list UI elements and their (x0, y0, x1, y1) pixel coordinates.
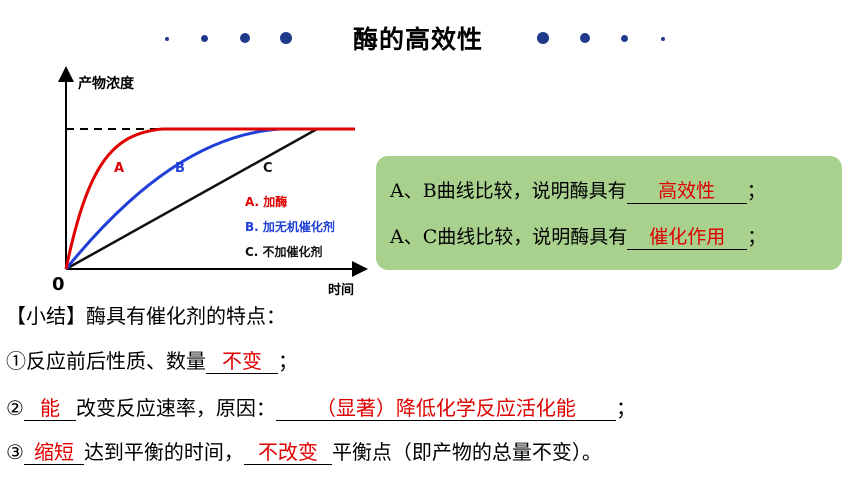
dot-decoration (661, 37, 665, 41)
reaction-graph: 产物浓度 时间 0 A B C A. 加酶 B. 加无机催化剂 C. 不加催化剂 (52, 66, 368, 298)
dot-decoration (580, 33, 590, 43)
comparison-box: A、B曲线比较，说明酶具有高效性； A、C曲线比较，说明酶具有催化作用； (376, 156, 842, 270)
answer-unchanged: 不变 (206, 349, 278, 374)
title-bar: 酶的高效性 (0, 0, 860, 70)
legend-enzyme: A. 加酶 (245, 194, 287, 209)
dot-decoration (537, 32, 549, 44)
answer-catalysis: 催化作用 (627, 226, 748, 250)
curve-label-b: B (175, 161, 185, 176)
item1-suffix: ； (278, 349, 298, 373)
comparison-ac-suffix: ； (747, 226, 767, 248)
y-axis-label: 产物浓度 (78, 75, 135, 92)
origin-label: 0 (52, 274, 65, 295)
answer-lower-activation-energy: （显著）降低化学反应活化能 (275, 396, 616, 421)
item2-marker: ② (6, 396, 24, 420)
summary-item-1: ①反应前后性质、数量不变； (6, 345, 298, 374)
comparison-line-ab: A、B曲线比较，说明酶具有高效性； (390, 176, 766, 204)
curve-a (64, 127, 355, 270)
comparison-ac-text: A、C曲线比较，说明酶具有 (390, 226, 628, 248)
item3-suffix: 平衡点（即产物的总量不变）。 (331, 440, 602, 464)
answer-efficiency: 高效性 (626, 180, 747, 204)
legend-none: C. 不加催化剂 (245, 244, 323, 259)
dot-decoration (201, 35, 208, 42)
item1-text: ①反应前后性质、数量 (6, 349, 206, 373)
answer-not-change: 不改变 (243, 440, 332, 465)
curve-label-c: C (263, 161, 273, 176)
item3-marker: ③ (6, 440, 24, 464)
x-axis-label: 时间 (328, 282, 354, 298)
curve-label-a: A (114, 161, 124, 176)
comparison-line-ac: A、C曲线比较，说明酶具有催化作用； (390, 222, 766, 250)
answer-can: 能 (23, 396, 76, 421)
item2-suffix: ； (615, 396, 636, 420)
dot-decoration (621, 35, 628, 42)
dot-decoration (240, 33, 250, 43)
item3-text: 达到平衡的时间， (83, 440, 244, 464)
summary-heading: 【小结】酶具有催化剂的特点： (6, 304, 286, 328)
answer-shorten: 缩短 (23, 440, 84, 465)
curve-b (64, 127, 355, 270)
dot-decoration (165, 37, 169, 41)
legend-inorganic: B. 加无机催化剂 (245, 219, 335, 234)
comparison-ab-suffix: ； (746, 180, 766, 202)
dot-decoration (280, 32, 292, 44)
item2-text: 改变反应速率，原因： (75, 396, 276, 420)
page-title: 酶的高效性 (352, 25, 483, 54)
comparison-ab-text: A、B曲线比较，说明酶具有 (390, 180, 627, 202)
